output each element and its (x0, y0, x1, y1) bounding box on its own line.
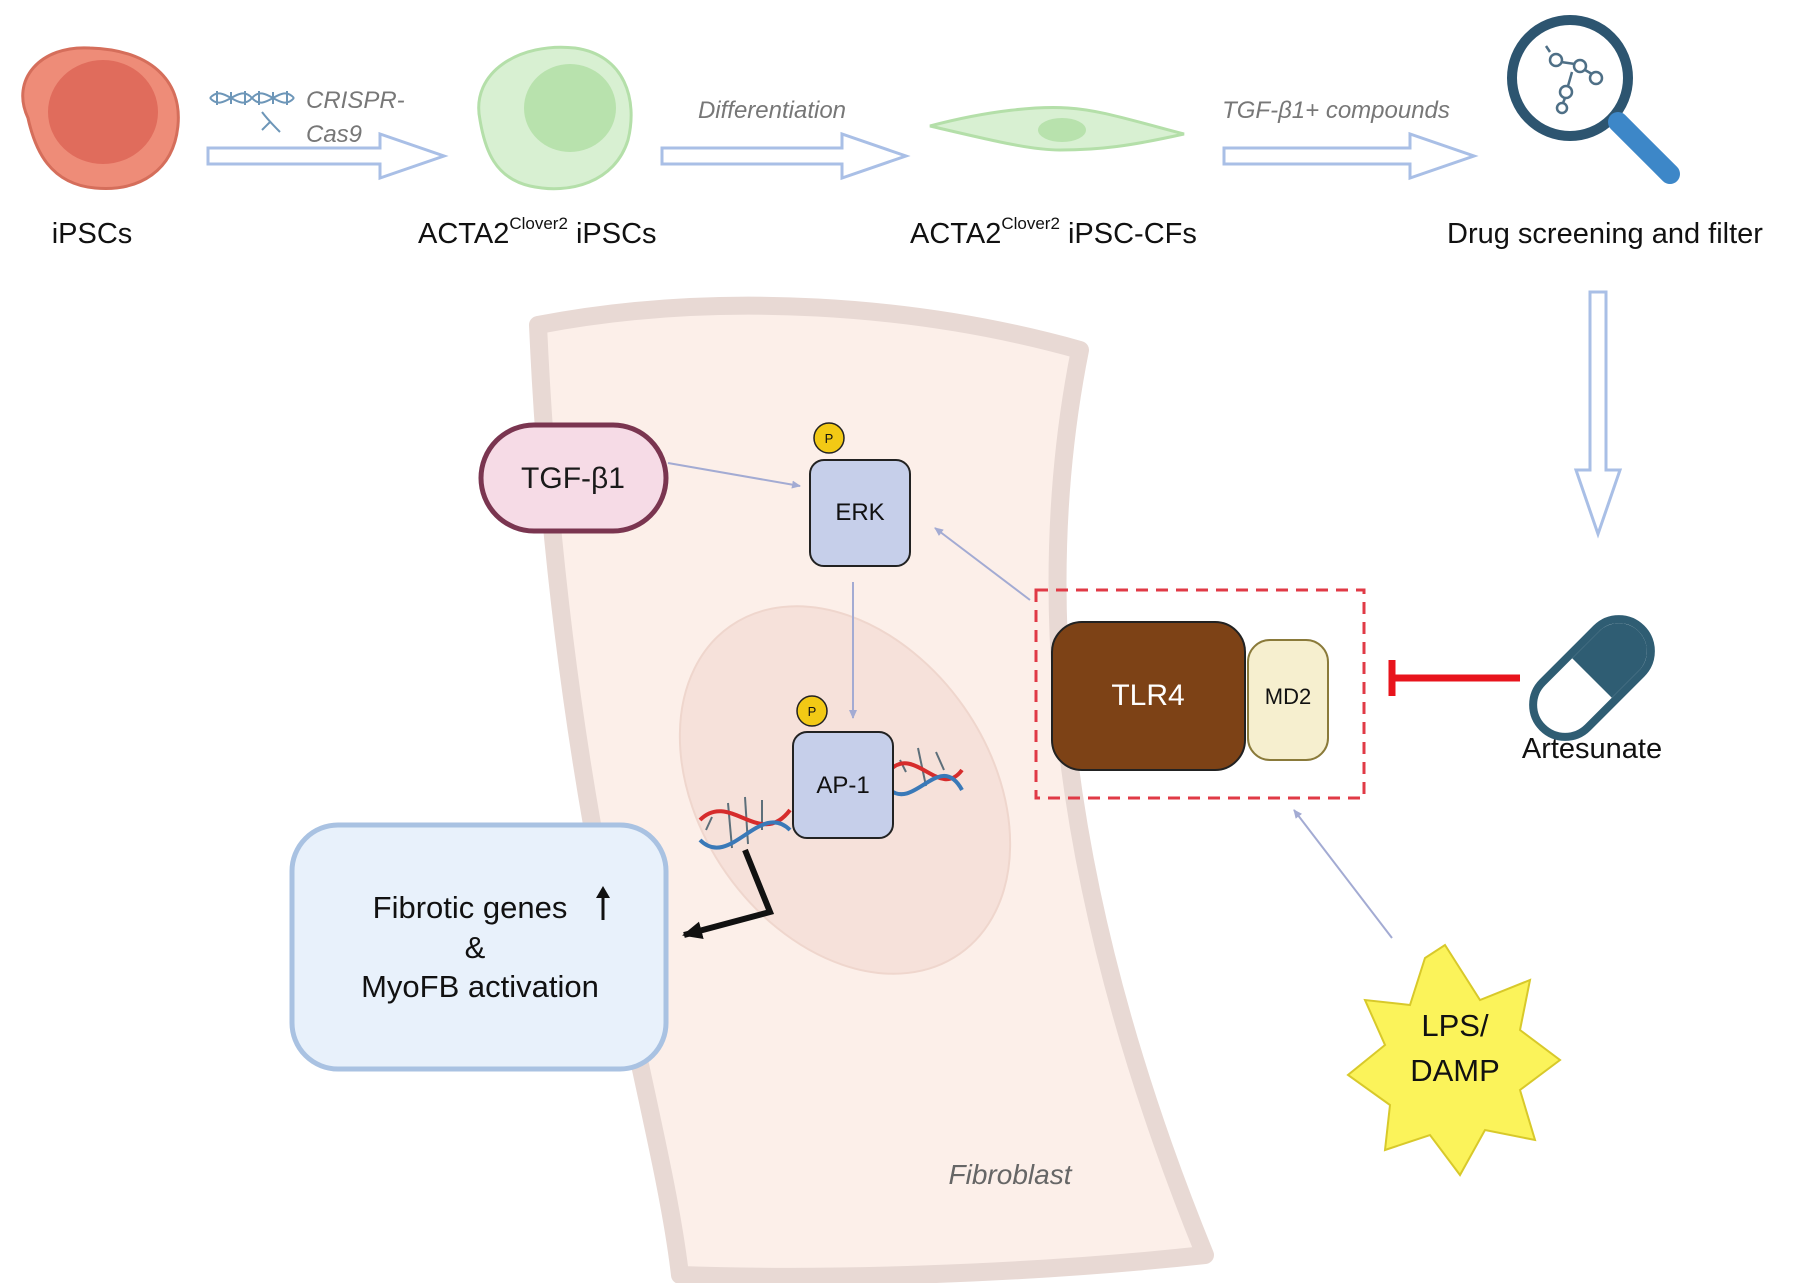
lps-to-tlr4-arrow (1293, 809, 1393, 939)
lps-label: LPS/ (1421, 1008, 1489, 1043)
tgf-beta1-node (478, 422, 669, 534)
tgf-beta1-label: TGF-β1 (521, 462, 625, 495)
reporter-fibroblast-suffix: iPSC-CFs (1060, 218, 1197, 250)
ipsc-label: iPSCs (52, 218, 133, 250)
treatment-label: TGF-β1+ compounds (1222, 97, 1450, 124)
reporter-fibroblast-tag: Clover2 (1001, 214, 1060, 233)
crispr-label: CRISPR- (306, 87, 405, 114)
differentiation-label: Differentiation (698, 97, 846, 124)
erk-phosphate-icon (813, 422, 845, 454)
magnifier-icon (1507, 15, 1680, 184)
myofb-activation-label: MyoFB activation (361, 969, 599, 1004)
dna-helix-icon (698, 747, 964, 850)
erk-phosphate-label: P (825, 431, 834, 446)
tlr4-to-erk-arrow (934, 527, 1031, 601)
reporter-ipsc-suffix: iPSCs (568, 218, 657, 250)
reporter-fibroblast-gene: ACTA2 (910, 218, 1001, 250)
cas9-label: Cas9 (306, 121, 362, 148)
ap1-phosphate-label: P (808, 704, 817, 719)
up-arrow-icon (596, 886, 610, 920)
reporter-ipsc-label: ACTA2Clover2 iPSCs (418, 214, 657, 250)
md2-node (1247, 639, 1329, 761)
artesunate-inhibition (1388, 660, 1520, 696)
damp-label: DAMP (1410, 1053, 1500, 1088)
screening-down-arrow (1573, 290, 1623, 539)
ap1-label: AP-1 (816, 772, 869, 799)
tlr4-md2-complex (1034, 588, 1366, 800)
tgf-to-erk-arrow (667, 462, 801, 489)
erk-label: ERK (835, 499, 884, 526)
crispr-step-arrow (206, 131, 449, 181)
tlr4-label: TLR4 (1111, 679, 1184, 712)
reporter-fibroblast-label: ACTA2Clover2 iPSC-CFs (910, 214, 1197, 250)
fibroblast-label: Fibroblast (949, 1159, 1073, 1190)
outcome-box (289, 822, 669, 1072)
reporter-ipsc-cell-icon (477, 45, 633, 191)
ap1-node (792, 731, 894, 839)
md2-label: MD2 (1265, 684, 1311, 709)
treatment-arrow (1222, 131, 1479, 181)
ipsc-cell-icon (21, 46, 180, 190)
transcription-output-arrow (682, 848, 775, 940)
ampersand-label: & (465, 930, 486, 965)
erk-node (809, 459, 911, 567)
differentiation-arrow (660, 131, 911, 181)
dna-icon (209, 91, 295, 133)
ap1-phosphate-icon (796, 695, 828, 727)
tlr4-node (1051, 621, 1246, 771)
capsule-icon (1529, 615, 1655, 741)
reporter-ipsc-gene: ACTA2 (418, 218, 509, 250)
screening-label: Drug screening and filter (1447, 218, 1763, 250)
reporter-ipsc-tag: Clover2 (509, 214, 568, 233)
artesunate-label: Artesunate (1522, 733, 1662, 765)
lps-damp-burst (1346, 943, 1562, 1177)
reporter-fibroblast-cell-icon (929, 106, 1185, 152)
fibrotic-genes-label: Fibrotic genes (373, 890, 568, 925)
